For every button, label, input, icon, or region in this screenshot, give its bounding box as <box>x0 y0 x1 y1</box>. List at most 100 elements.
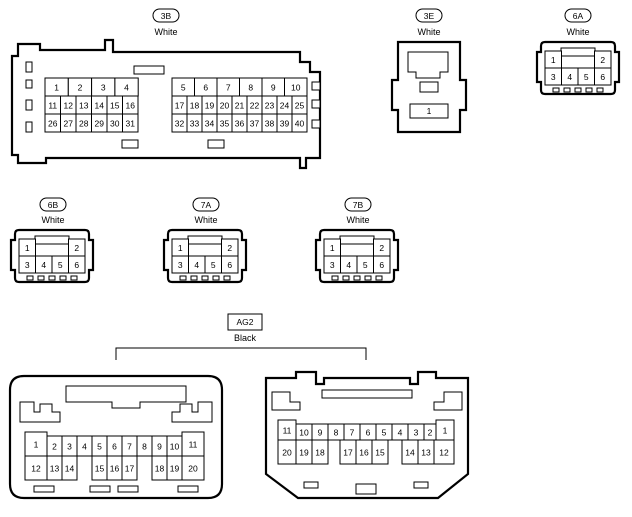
pin-label: 6 <box>366 428 371 438</box>
pin-label: 34 <box>205 119 215 129</box>
pin-label: 5 <box>97 442 102 452</box>
pin-cell <box>68 255 86 274</box>
latch-tab <box>212 275 220 281</box>
pin-cell <box>311 439 329 465</box>
pin-label: 20 <box>188 464 198 474</box>
latch-tab <box>596 87 604 93</box>
latch-tab <box>48 275 56 281</box>
latch-tab <box>179 275 187 281</box>
pin-cell <box>221 255 239 274</box>
pin-label: 35 <box>220 119 230 129</box>
pin-cell <box>340 243 374 257</box>
pin-label: 2 <box>74 243 79 253</box>
pin-label: 38 <box>265 119 275 129</box>
pin-label: 4 <box>194 260 199 270</box>
pin-label: 5 <box>363 260 368 270</box>
pin-label: 11 <box>48 101 57 111</box>
connector-code-badge <box>39 197 67 212</box>
latch-tab <box>190 275 198 281</box>
pin-label: 21 <box>235 101 245 111</box>
pin-label: 6 <box>600 72 605 82</box>
pin-label: 6 <box>379 260 384 270</box>
pin-label: 28 <box>79 119 89 129</box>
pin-label: 17 <box>175 101 185 111</box>
pin-label: 1 <box>34 440 39 450</box>
pin-label: 3 <box>330 260 335 270</box>
connector-body <box>10 38 322 170</box>
pin-label: 2 <box>52 442 57 452</box>
latch-tab <box>353 275 361 281</box>
pin-label: 1 <box>427 106 432 116</box>
pin-cell <box>188 243 222 257</box>
connector-code-box <box>227 313 263 331</box>
pin-label: 3 <box>25 260 30 270</box>
latch-tab <box>375 275 383 281</box>
latch-tab <box>201 275 209 281</box>
pin-label: 19 <box>170 464 180 474</box>
pin-cell <box>594 67 612 86</box>
pin-label: 5 <box>211 260 216 270</box>
connector-color: White <box>194 215 217 225</box>
latch-tab <box>563 87 571 93</box>
connector-code: AG2 <box>236 317 253 327</box>
pin-label: 14 <box>95 101 105 111</box>
connector-code: 7A <box>201 200 212 210</box>
pin-label: 13 <box>79 101 89 111</box>
pin-label: 39 <box>280 119 290 129</box>
pin-grid: 1 2 3 4 5 6 <box>314 228 400 284</box>
pin-label: 20 <box>282 448 292 458</box>
pin-label: 9 <box>318 428 323 438</box>
pin-cell <box>371 439 389 465</box>
pin-label: 8 <box>142 442 147 452</box>
pin-cell <box>181 455 205 481</box>
connector-code: 3B <box>161 11 172 21</box>
pin-label: 4 <box>398 428 403 438</box>
pin-label: 40 <box>295 119 305 129</box>
pin-label: 1 <box>25 243 30 253</box>
pin-label: 36 <box>235 119 245 129</box>
pin-label: 7 <box>127 442 132 452</box>
connector-color: White <box>566 27 589 37</box>
pin-cell <box>35 243 69 257</box>
pin-label: 24 <box>280 101 290 111</box>
pin-label: 7 <box>350 428 355 438</box>
pin-label: 22 <box>250 101 260 111</box>
pin-label: 3 <box>178 260 183 270</box>
connector-color: White <box>41 215 64 225</box>
pin-label: 6 <box>227 260 232 270</box>
connector-color: White <box>154 27 177 37</box>
pin-label: 1 <box>551 55 556 65</box>
pin-label: 16 <box>110 464 120 474</box>
pin-label: 25 <box>295 101 305 111</box>
pin-label: 4 <box>346 260 351 270</box>
pin-cell <box>122 113 139 133</box>
pin-label: 33 <box>190 119 200 129</box>
pin-label: 2 <box>600 55 605 65</box>
pin-label: 4 <box>82 442 87 452</box>
connector-code-badge <box>152 8 180 23</box>
pin-label: 6 <box>74 260 79 270</box>
pin-label: 4 <box>567 72 572 82</box>
pin-cell <box>373 255 391 274</box>
pin-label: 27 <box>64 119 74 129</box>
pin-label: 3 <box>101 83 106 93</box>
pin-label: 2 <box>379 243 384 253</box>
pin-label: 13 <box>50 464 60 474</box>
pin-label: 4 <box>124 83 129 93</box>
pin-label: 10 <box>299 428 309 438</box>
latch-tab <box>342 275 350 281</box>
pin-label: 10 <box>291 83 301 93</box>
pin-label: 5 <box>382 428 387 438</box>
pin-label: 1 <box>330 243 335 253</box>
pin-cell <box>121 455 138 481</box>
pin-label: 9 <box>271 83 276 93</box>
latch-tab <box>585 87 593 93</box>
pin-label: 12 <box>31 464 41 474</box>
